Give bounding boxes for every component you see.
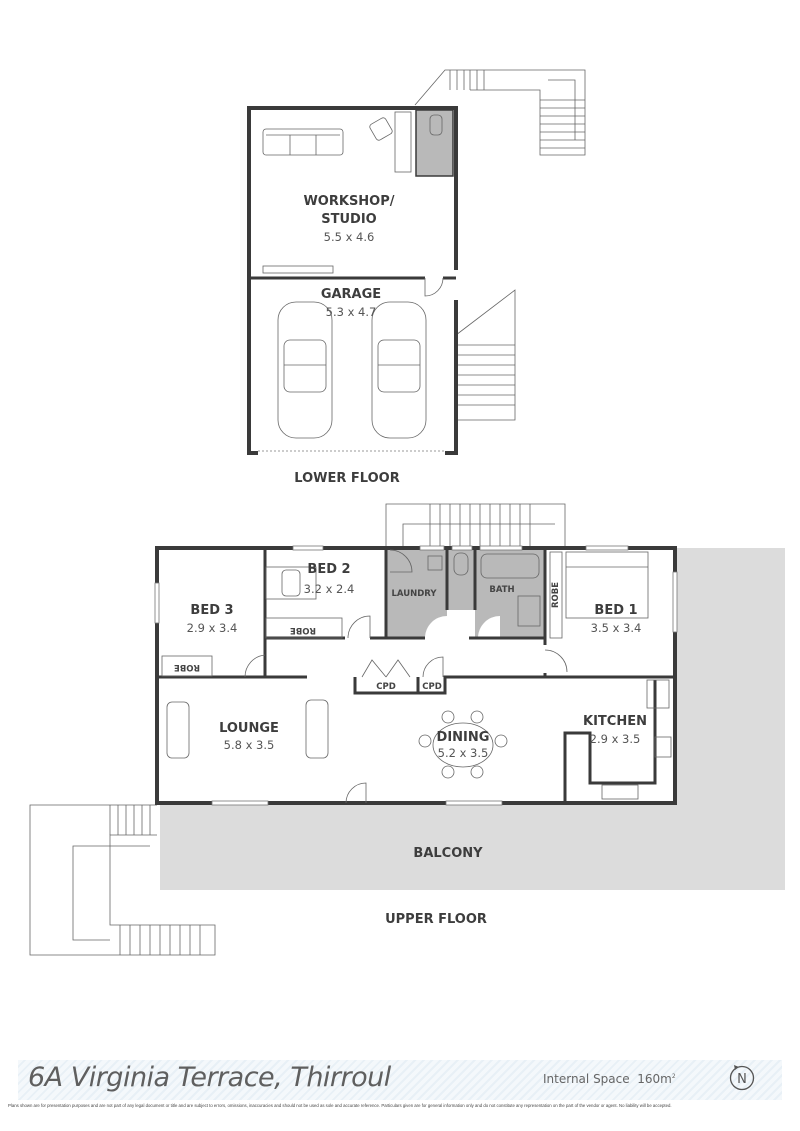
door-swing (424, 277, 444, 297)
sofa-icon (262, 128, 344, 156)
room-size-lounge: 5.8 x 3.5 (224, 738, 275, 752)
room-size-workshop: 5.5 x 4.6 (324, 230, 375, 244)
cpd-label: CPD (422, 682, 442, 692)
pillow-icon (281, 569, 301, 597)
room-name-workshop: WORKSHOP/ (303, 194, 394, 209)
dining-table-icon (432, 722, 494, 768)
desk-icon (394, 111, 412, 173)
toilet-area (447, 550, 475, 610)
footer-banner: 6A Virginia Terrace, Thirroul Internal S… (18, 1060, 782, 1100)
internal-walls (157, 548, 675, 803)
toilet-icon (453, 552, 469, 576)
north-compass-icon: N (729, 1065, 755, 1091)
robe-label-bed1: ROBE (551, 582, 561, 608)
room-size-bed3: 2.9 x 3.4 (187, 621, 238, 635)
room-name-laundry: LAUNDRY (391, 589, 437, 599)
room-name-bath: BATH (489, 585, 514, 595)
room-name-bed1: BED 1 (594, 603, 637, 618)
toilet-icon (429, 114, 443, 136)
room-name-garage: GARAGE (321, 287, 381, 302)
property-address: 6A Virginia Terrace, Thirroul (28, 1062, 391, 1093)
balcony-stairs (29, 804, 216, 956)
bench-icon (262, 265, 334, 274)
lower-bathroom (415, 109, 454, 177)
room-name-kitchen: KITCHEN (583, 714, 647, 729)
room-size-garage: 5.3 x 4.7 (326, 305, 377, 319)
car-icon (277, 301, 333, 439)
upper-floor-plan: BED 3 2.9 x 3.4 BED 2 3.2 x 2.4 LAUNDRY … (29, 503, 785, 956)
lower-stairs-top (414, 69, 586, 156)
kitchen-sink-icon (601, 784, 639, 800)
door-swing (425, 616, 469, 638)
sofa-icon (305, 699, 329, 759)
cpd-label: CPD (376, 682, 396, 692)
lower-floor-title: LOWER FLOOR (294, 471, 399, 486)
basin-icon (517, 595, 541, 627)
room-size-kitchen: 2.9 x 3.5 (590, 732, 641, 746)
room-name-lounge: LOUNGE (219, 721, 279, 736)
sink-icon (427, 555, 443, 571)
internal-space: Internal Space 160m2 (543, 1072, 676, 1086)
car-icon (371, 301, 427, 439)
lower-floor-plan: WORKSHOP/ STUDIO 5.5 x 4.6 GARAGE 5.3 x … (247, 69, 586, 486)
door-swings (244, 549, 568, 804)
room-size-bed1: 3.5 x 3.4 (591, 621, 642, 635)
internal-space-label: Internal Space (543, 1072, 630, 1086)
windows (154, 545, 678, 806)
bed-icon (565, 551, 649, 619)
door-swing (478, 616, 500, 638)
robe-label-bed2: ROBE (290, 625, 316, 635)
cooktop-icon (654, 736, 672, 758)
internal-space-value: 160m (637, 1072, 672, 1086)
disclaimer: Plans shown are for presentation purpose… (8, 1103, 672, 1108)
robe-label-bed3: ROBE (174, 662, 200, 672)
bathtub-icon (480, 553, 540, 579)
room-name-balcony: BALCONY (413, 846, 483, 861)
furniture (161, 551, 672, 800)
room-name-bed2: BED 2 (307, 562, 350, 577)
chair-icon (369, 117, 393, 141)
upper-floor-title: UPPER FLOOR (385, 912, 487, 927)
upper-stairs (385, 503, 566, 548)
room-size-bed2: 3.2 x 2.4 (304, 582, 355, 596)
room-name-bed3: BED 3 (190, 603, 233, 618)
lower-stairs-side (455, 289, 516, 421)
room-size-dining: 5.2 x 3.5 (438, 746, 489, 760)
internal-space-unit: 2 (671, 1073, 676, 1080)
room-name-dining: DINING (437, 730, 490, 745)
sofa-icon (166, 701, 190, 759)
room-name-studio: STUDIO (321, 212, 376, 227)
compass-letter: N (737, 1072, 747, 1087)
